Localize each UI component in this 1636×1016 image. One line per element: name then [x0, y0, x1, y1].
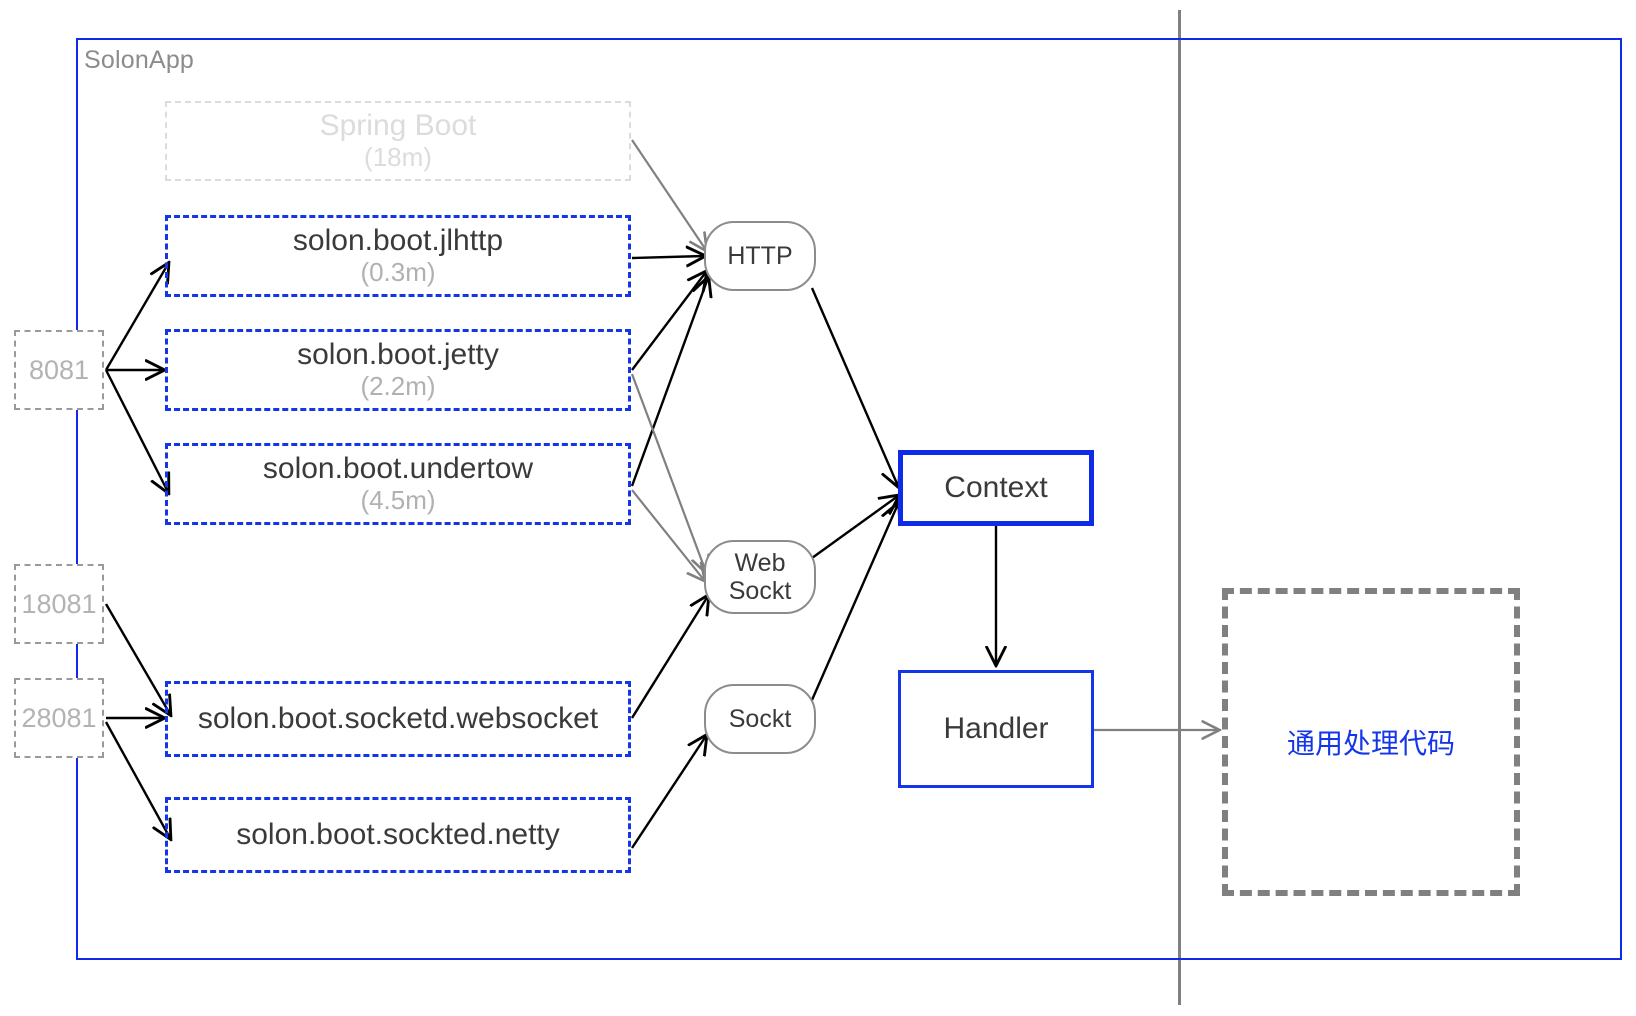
vertical-divider — [1178, 10, 1181, 1005]
module-title: solon.boot.undertow — [262, 452, 534, 486]
module-title: Spring Boot — [319, 109, 477, 143]
module-spring-boot: Spring Boot (18m) — [165, 101, 631, 181]
solonapp-label: SolonApp — [84, 46, 195, 74]
module-size: (4.5m) — [360, 484, 436, 515]
module-title: solon.boot.jlhttp — [292, 224, 504, 258]
port-label: 28081 — [21, 702, 97, 733]
module-title: solon.boot.jetty — [297, 338, 499, 372]
protocol-node-http[interactable]: HTTP — [704, 221, 816, 291]
module-title: solon.boot.socketd.websocket — [197, 702, 599, 736]
handler-node[interactable]: Handler — [898, 670, 1094, 788]
common-handling-code-label: 通用处理代码 — [1286, 728, 1455, 759]
module-solon-boot-jetty[interactable]: solon.boot.jetty (2.2m) — [165, 329, 631, 411]
protocol-label-line2: Sockt — [728, 577, 792, 605]
port-label: 8081 — [28, 354, 90, 385]
context-node[interactable]: Context — [898, 450, 1094, 526]
port-box-28081[interactable]: 28081 — [14, 678, 104, 758]
module-solon-boot-socketd-websocket[interactable]: solon.boot.socketd.websocket — [165, 681, 631, 757]
module-solon-boot-sockted-netty[interactable]: solon.boot.sockted.netty — [165, 797, 631, 873]
protocol-node-websockt[interactable]: Web Sockt — [704, 540, 816, 614]
module-title: solon.boot.sockted.netty — [236, 818, 560, 852]
port-box-18081[interactable]: 18081 — [14, 564, 104, 644]
protocol-node-sockt[interactable]: Sockt — [704, 684, 816, 754]
protocol-label-line1: Web — [734, 549, 786, 577]
module-size: (2.2m) — [360, 370, 436, 401]
common-handling-code-region: 通用处理代码 — [1222, 588, 1520, 896]
module-size: (0.3m) — [360, 256, 436, 287]
protocol-label-line1: Sockt — [728, 705, 792, 733]
module-solon-boot-undertow[interactable]: solon.boot.undertow (4.5m) — [165, 443, 631, 525]
context-label: Context — [944, 471, 1048, 504]
port-label: 18081 — [21, 588, 97, 619]
port-box-8081[interactable]: 8081 — [14, 330, 104, 410]
protocol-label-line1: HTTP — [727, 242, 793, 270]
module-size: (18m) — [364, 141, 432, 172]
handler-label: Handler — [943, 712, 1049, 745]
solonapp-container — [76, 38, 1622, 960]
module-solon-boot-jlhttp[interactable]: solon.boot.jlhttp (0.3m) — [165, 215, 631, 297]
